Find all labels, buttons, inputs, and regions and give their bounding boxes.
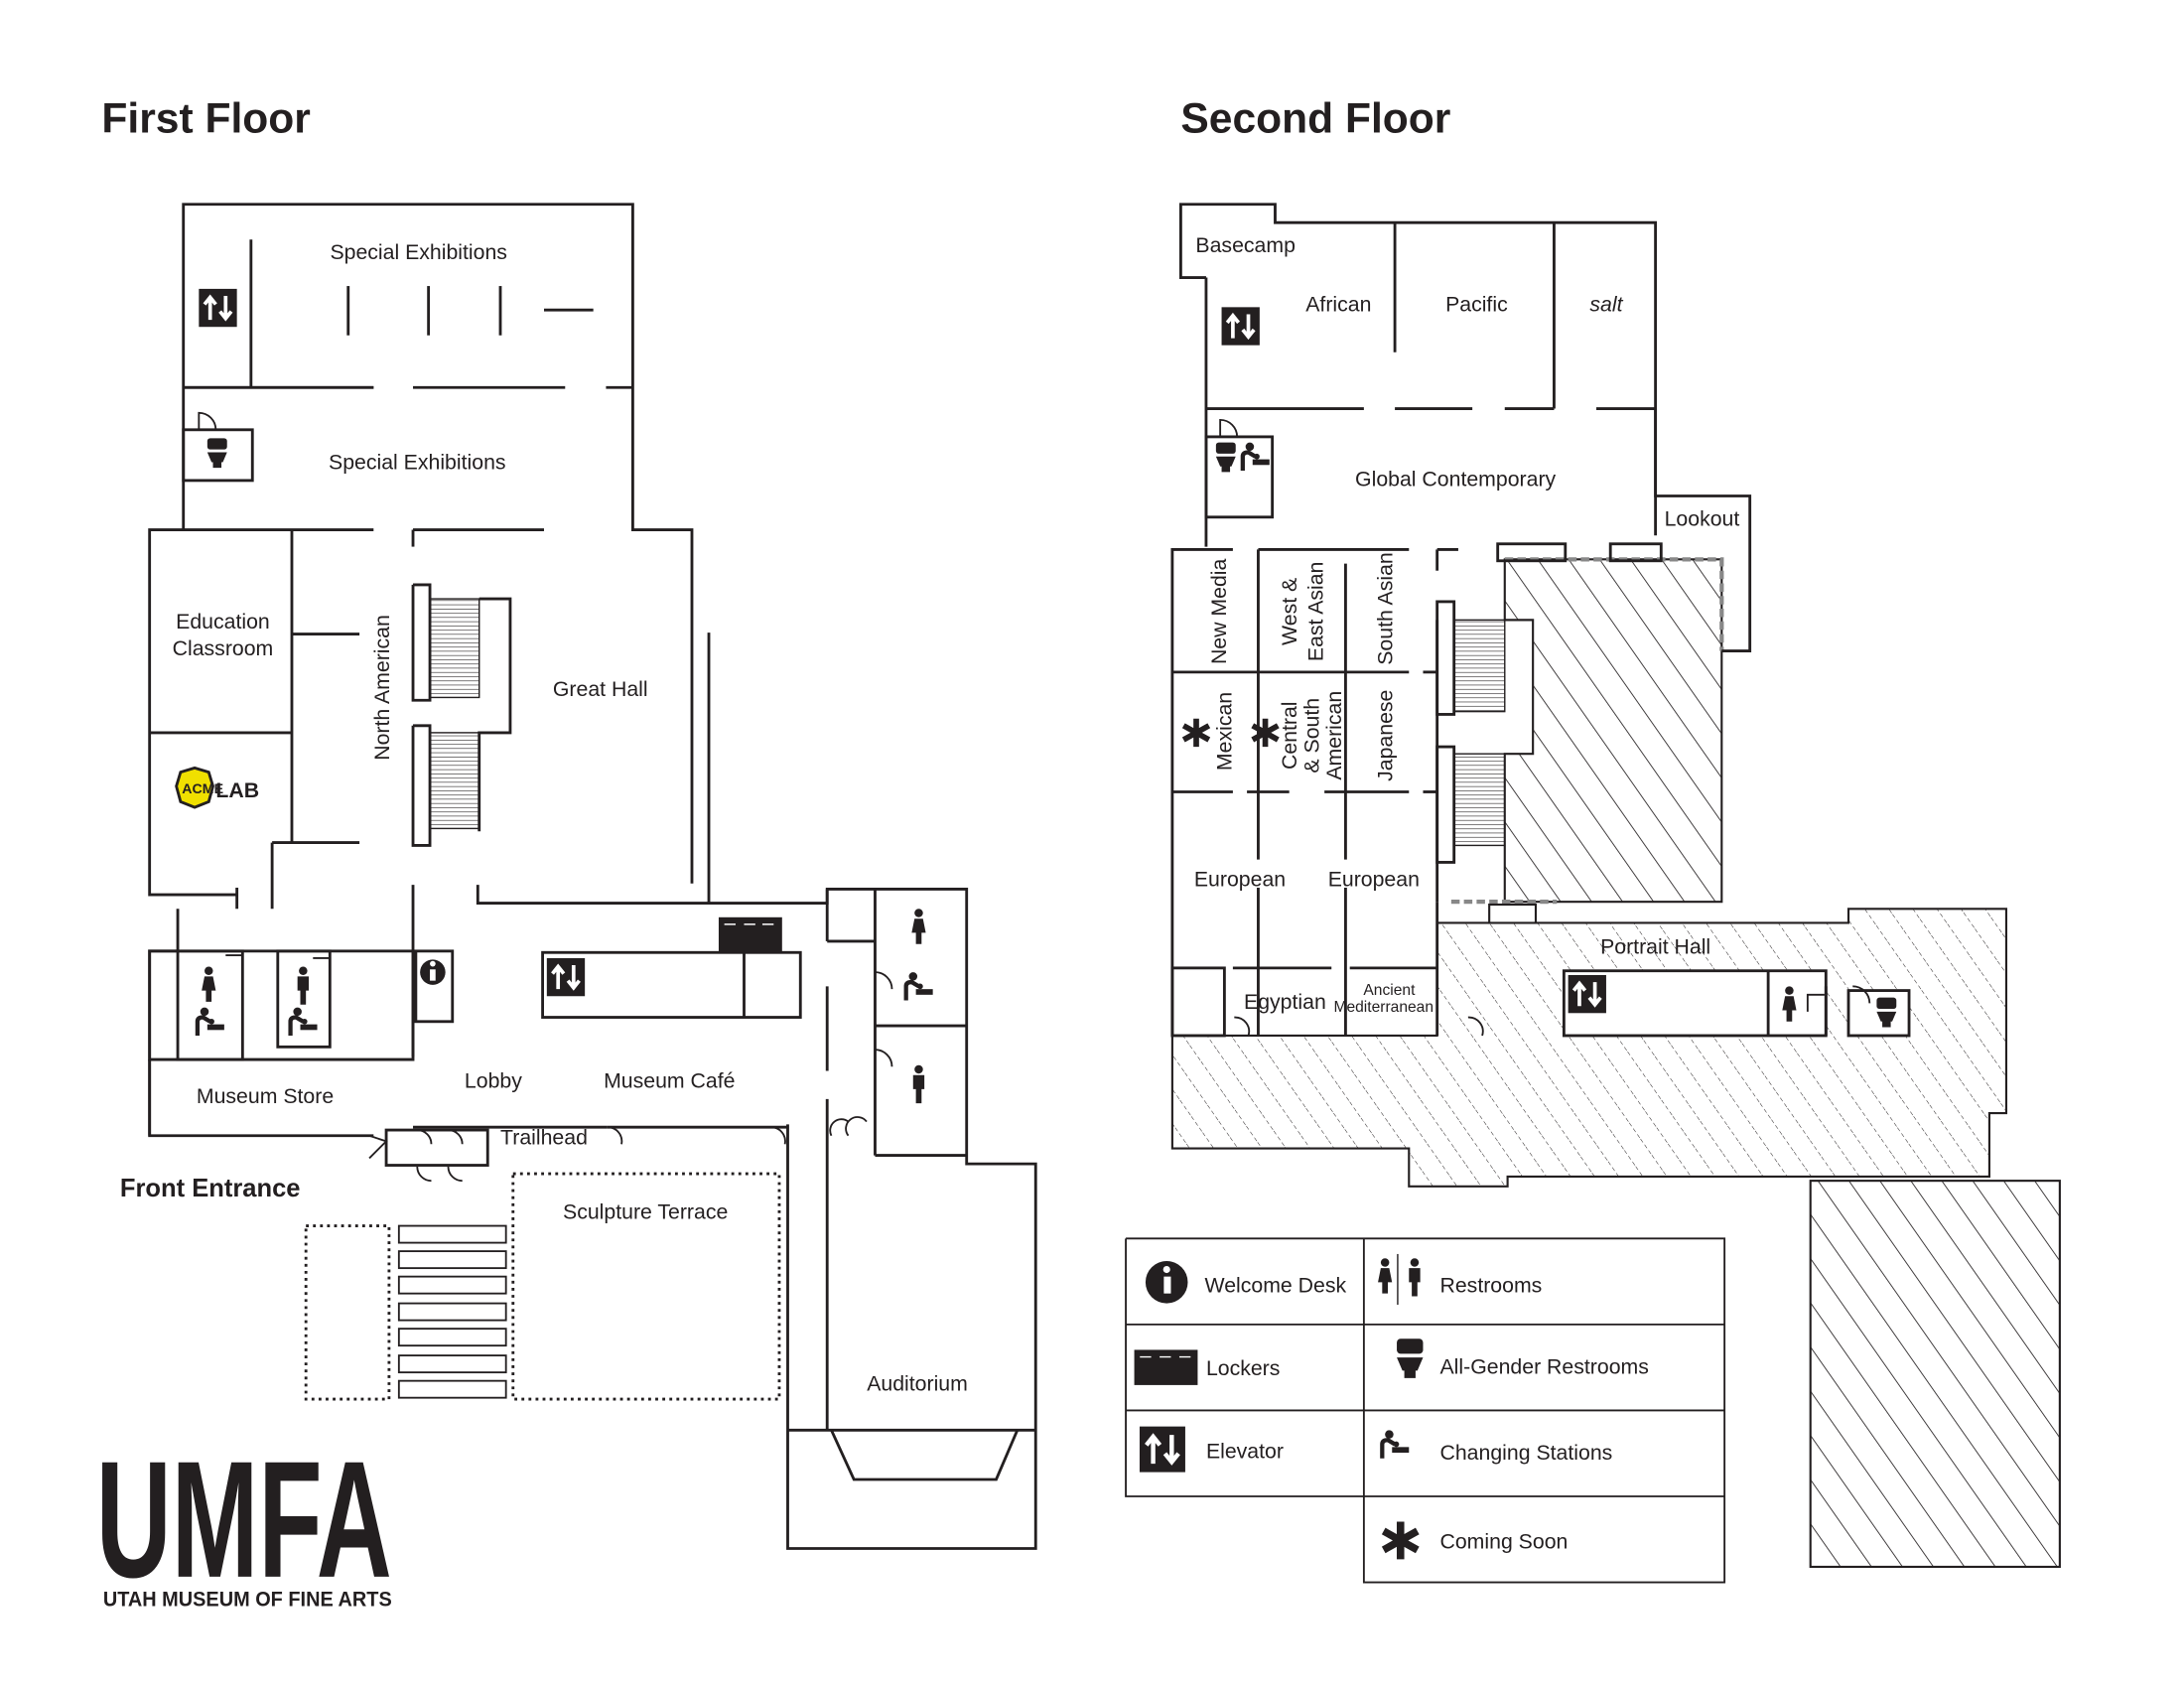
legend-changing-stations: Changing Stations (1382, 1430, 1612, 1465)
gallery-european-1: European (1194, 868, 1286, 892)
restroom-men-icon (297, 966, 310, 1005)
asterisk-icon (1384, 1522, 1418, 1560)
umfa-logo: UMFA UTAH MUSEUM OF FINE ARTS (96, 1427, 392, 1613)
locker-icon (1134, 1349, 1198, 1385)
umfa-logo-mark: UMFA (96, 1427, 392, 1613)
gallery-central-south-american-line2: & South (1299, 698, 1323, 774)
gallery-african: African (1305, 293, 1371, 317)
gallery-south-asian: South Asian (1373, 552, 1397, 665)
gallery-new-media: New Media (1207, 559, 1231, 665)
legend-label: Elevator (1206, 1440, 1284, 1464)
room-special-exhibitions-upper: Special Exhibitions (330, 240, 507, 264)
gallery-mexican: Mexican (1212, 692, 1236, 771)
legend-label: Changing Stations (1440, 1441, 1613, 1465)
acme-lab-logo: ACME LAB (175, 766, 259, 809)
room-education-classroom-line2: Classroom (173, 636, 274, 660)
gallery-central-south-american-line3: American (1322, 691, 1346, 780)
legend-label: All-Gender Restrooms (1440, 1355, 1649, 1379)
legend-label: Lockers (1206, 1356, 1280, 1380)
gallery-west-east-asian: West & (1278, 578, 1301, 645)
front-entrance-label: Front Entrance (120, 1175, 301, 1202)
gallery-european-2: European (1328, 868, 1420, 892)
legend-coming-soon: Coming Soon (1384, 1522, 1569, 1560)
restroom-women-icon (202, 966, 216, 1002)
changing-station-icon (291, 1008, 318, 1036)
gallery-west-east-asian-line2: East Asian (1304, 562, 1328, 661)
gallery-basecamp: Basecamp (1195, 233, 1295, 257)
changing-station-icon (906, 972, 933, 1000)
legend-label: Coming Soon (1440, 1530, 1569, 1554)
legend-lockers: Lockers (1134, 1349, 1280, 1385)
room-lobby: Lobby (465, 1068, 522, 1092)
restroom-men-icon (912, 1064, 925, 1104)
lockers-icon (718, 916, 782, 953)
elevator-icon (1140, 1427, 1185, 1473)
elevator-icon[interactable] (1566, 973, 1608, 1016)
room-auditorium: Auditorium (867, 1372, 968, 1396)
legend-all-gender-restrooms: All-Gender Restrooms (1397, 1338, 1649, 1379)
all-gender-restroom-icon (1215, 442, 1236, 473)
gallery-pacific: Pacific (1445, 293, 1508, 317)
svg-text:LAB: LAB (215, 778, 259, 802)
svg-text:ACME: ACME (182, 781, 223, 797)
room-education-classroom: Education (176, 610, 270, 633)
all-gender-restroom-icon (206, 438, 227, 469)
map-legend: Welcome Desk Restrooms Lockers All-Gende… (1125, 1237, 1726, 1584)
legend-welcome-desk: Welcome Desk (1145, 1261, 1347, 1304)
coming-soon-icon (1253, 719, 1279, 747)
room-great-hall: Great Hall (553, 677, 648, 701)
elevator-icon[interactable] (197, 287, 239, 330)
gallery-egyptian: Egyptian (1244, 990, 1326, 1014)
legend-label: Welcome Desk (1205, 1273, 1347, 1297)
coming-soon-icon (1183, 719, 1209, 747)
gallery-salt: salt (1589, 293, 1623, 317)
entrance-steps (397, 1224, 507, 1399)
room-museum-cafe: Museum Café (604, 1068, 735, 1092)
umfa-logo-name: UTAH MUSEUM OF FINE ARTS (103, 1588, 392, 1612)
elevator-icon[interactable] (1219, 305, 1262, 348)
legend-elevator: Elevator (1140, 1427, 1284, 1473)
second-floor-plan: Basecamp African Pacific salt Global Con… (1170, 203, 2061, 1569)
legend-restrooms: Restrooms (1378, 1253, 1543, 1306)
legend-label: Restrooms (1440, 1273, 1543, 1297)
room-trailhead: Trailhead (500, 1125, 588, 1149)
room-museum-store: Museum Store (197, 1084, 334, 1108)
gallery-lookout: Lookout (1665, 506, 1740, 530)
restroom-icon (1378, 1258, 1393, 1294)
changing-station-icon (1243, 443, 1270, 471)
second-floor-title: Second Floor (1180, 94, 1450, 142)
welcome-desk-icon (420, 959, 446, 985)
elevator-icon[interactable] (544, 956, 587, 999)
room-special-exhibitions-lower: Special Exhibitions (329, 451, 505, 475)
restroom-women-icon (911, 909, 926, 944)
changing-station-icon (198, 1008, 224, 1036)
first-floor-title: First Floor (101, 94, 310, 142)
changing-station-icon (1382, 1430, 1409, 1458)
gallery-central-south-american: Central (1278, 701, 1301, 770)
gallery-japanese: Japanese (1373, 690, 1397, 781)
first-floor-plan: ACME LAB Special Exhibitions Special Exh… (120, 203, 1037, 1550)
room-north-american: North American (370, 615, 394, 761)
toilet-icon (1397, 1338, 1424, 1378)
room-sculpture-terrace: Sculpture Terrace (563, 1199, 728, 1223)
gallery-ancient-mediterranean: Ancient (1363, 982, 1416, 999)
gallery-ancient-mediterranean-line2: Mediterranean (1333, 999, 1433, 1016)
gallery-global-contemporary: Global Contemporary (1355, 468, 1556, 492)
gallery-portrait-hall: Portrait Hall (1600, 935, 1710, 959)
